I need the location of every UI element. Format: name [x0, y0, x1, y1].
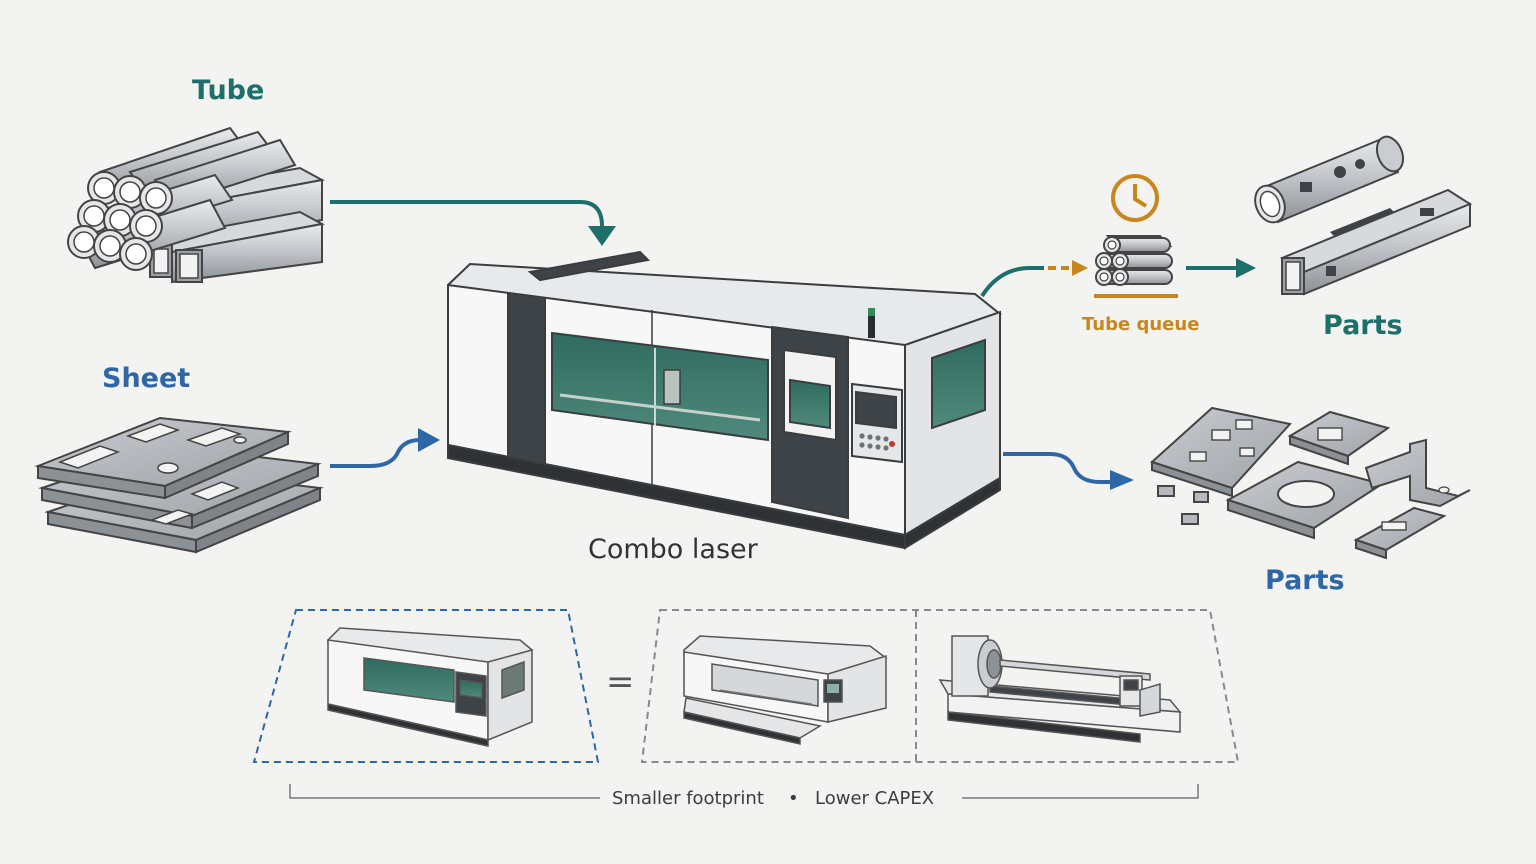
tube-queue-stack	[1095, 235, 1173, 286]
footnote-lower-capex: Lower CAPEX	[815, 788, 935, 809]
mini-tube-laser	[938, 635, 1182, 743]
sheet-stack	[34, 416, 324, 554]
tube-label: Tube	[192, 75, 265, 106]
sheet-parts	[1150, 406, 1471, 560]
arrow-sheet-in	[330, 438, 421, 468]
tube-queue-label: Tube queue	[1082, 314, 1200, 335]
arrow-tube-in	[330, 200, 604, 232]
footnote-smaller-footprint: Smaller footprint	[612, 788, 764, 809]
tube-parts	[1254, 135, 1473, 296]
mini-combo-laser	[327, 627, 534, 747]
parts-sheet-label: Parts	[1265, 565, 1345, 596]
arrow-to-queue	[980, 266, 1044, 298]
tube-stack	[67, 126, 325, 284]
mini-sheet-laser	[683, 635, 888, 745]
arrow-sheet-out	[1003, 452, 1112, 484]
sheet-label: Sheet	[102, 363, 191, 394]
footnote-separator: •	[788, 788, 799, 809]
combo-comparison-frame	[252, 609, 600, 763]
combo-laser-machine	[447, 250, 1003, 550]
clock-icon	[1111, 174, 1159, 222]
parts-tube-label: Parts	[1323, 310, 1403, 341]
equals-sign: =	[606, 662, 635, 702]
separate-machines-frame	[640, 609, 1240, 763]
machine-label: Combo laser	[588, 534, 758, 565]
